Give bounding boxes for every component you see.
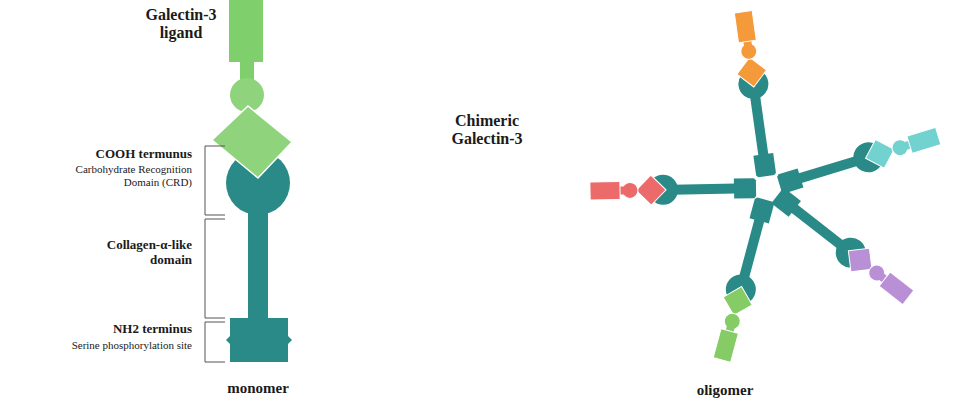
ligand-body [229,0,263,62]
bracket [205,219,225,318]
collagen-domain [248,208,268,320]
ligand-head [212,106,292,178]
galectin-arm [775,139,887,199]
monomer-figure [212,0,292,362]
ligand [728,10,768,89]
nh2-terminus-block [226,318,292,362]
ligand [707,283,756,364]
galectin-arm [736,67,781,178]
ligand-label: Galectin-3 ligand [137,6,225,43]
ligand [861,122,942,173]
figure-title: Chimeric Galectin-3 [431,112,543,149]
domain-brackets [205,146,225,362]
galectin-arm [722,196,779,308]
domain-title: Collagen-α-like domain [88,238,192,268]
bracket [205,322,225,362]
ligand [839,239,917,309]
figure-caption: monomer [198,380,318,397]
oligomer-figure [590,10,943,364]
domain-note: Serine phosphorylation site [22,339,192,352]
ligand [590,175,667,206]
bracket [205,146,225,215]
figure-caption: oligomer [665,382,785,399]
domain-title: COOH termunus [32,147,192,162]
domain-note: Carbohydrate Recognition Domain (CRD) [60,163,192,188]
domain-title: NH2 terminus [32,322,192,337]
